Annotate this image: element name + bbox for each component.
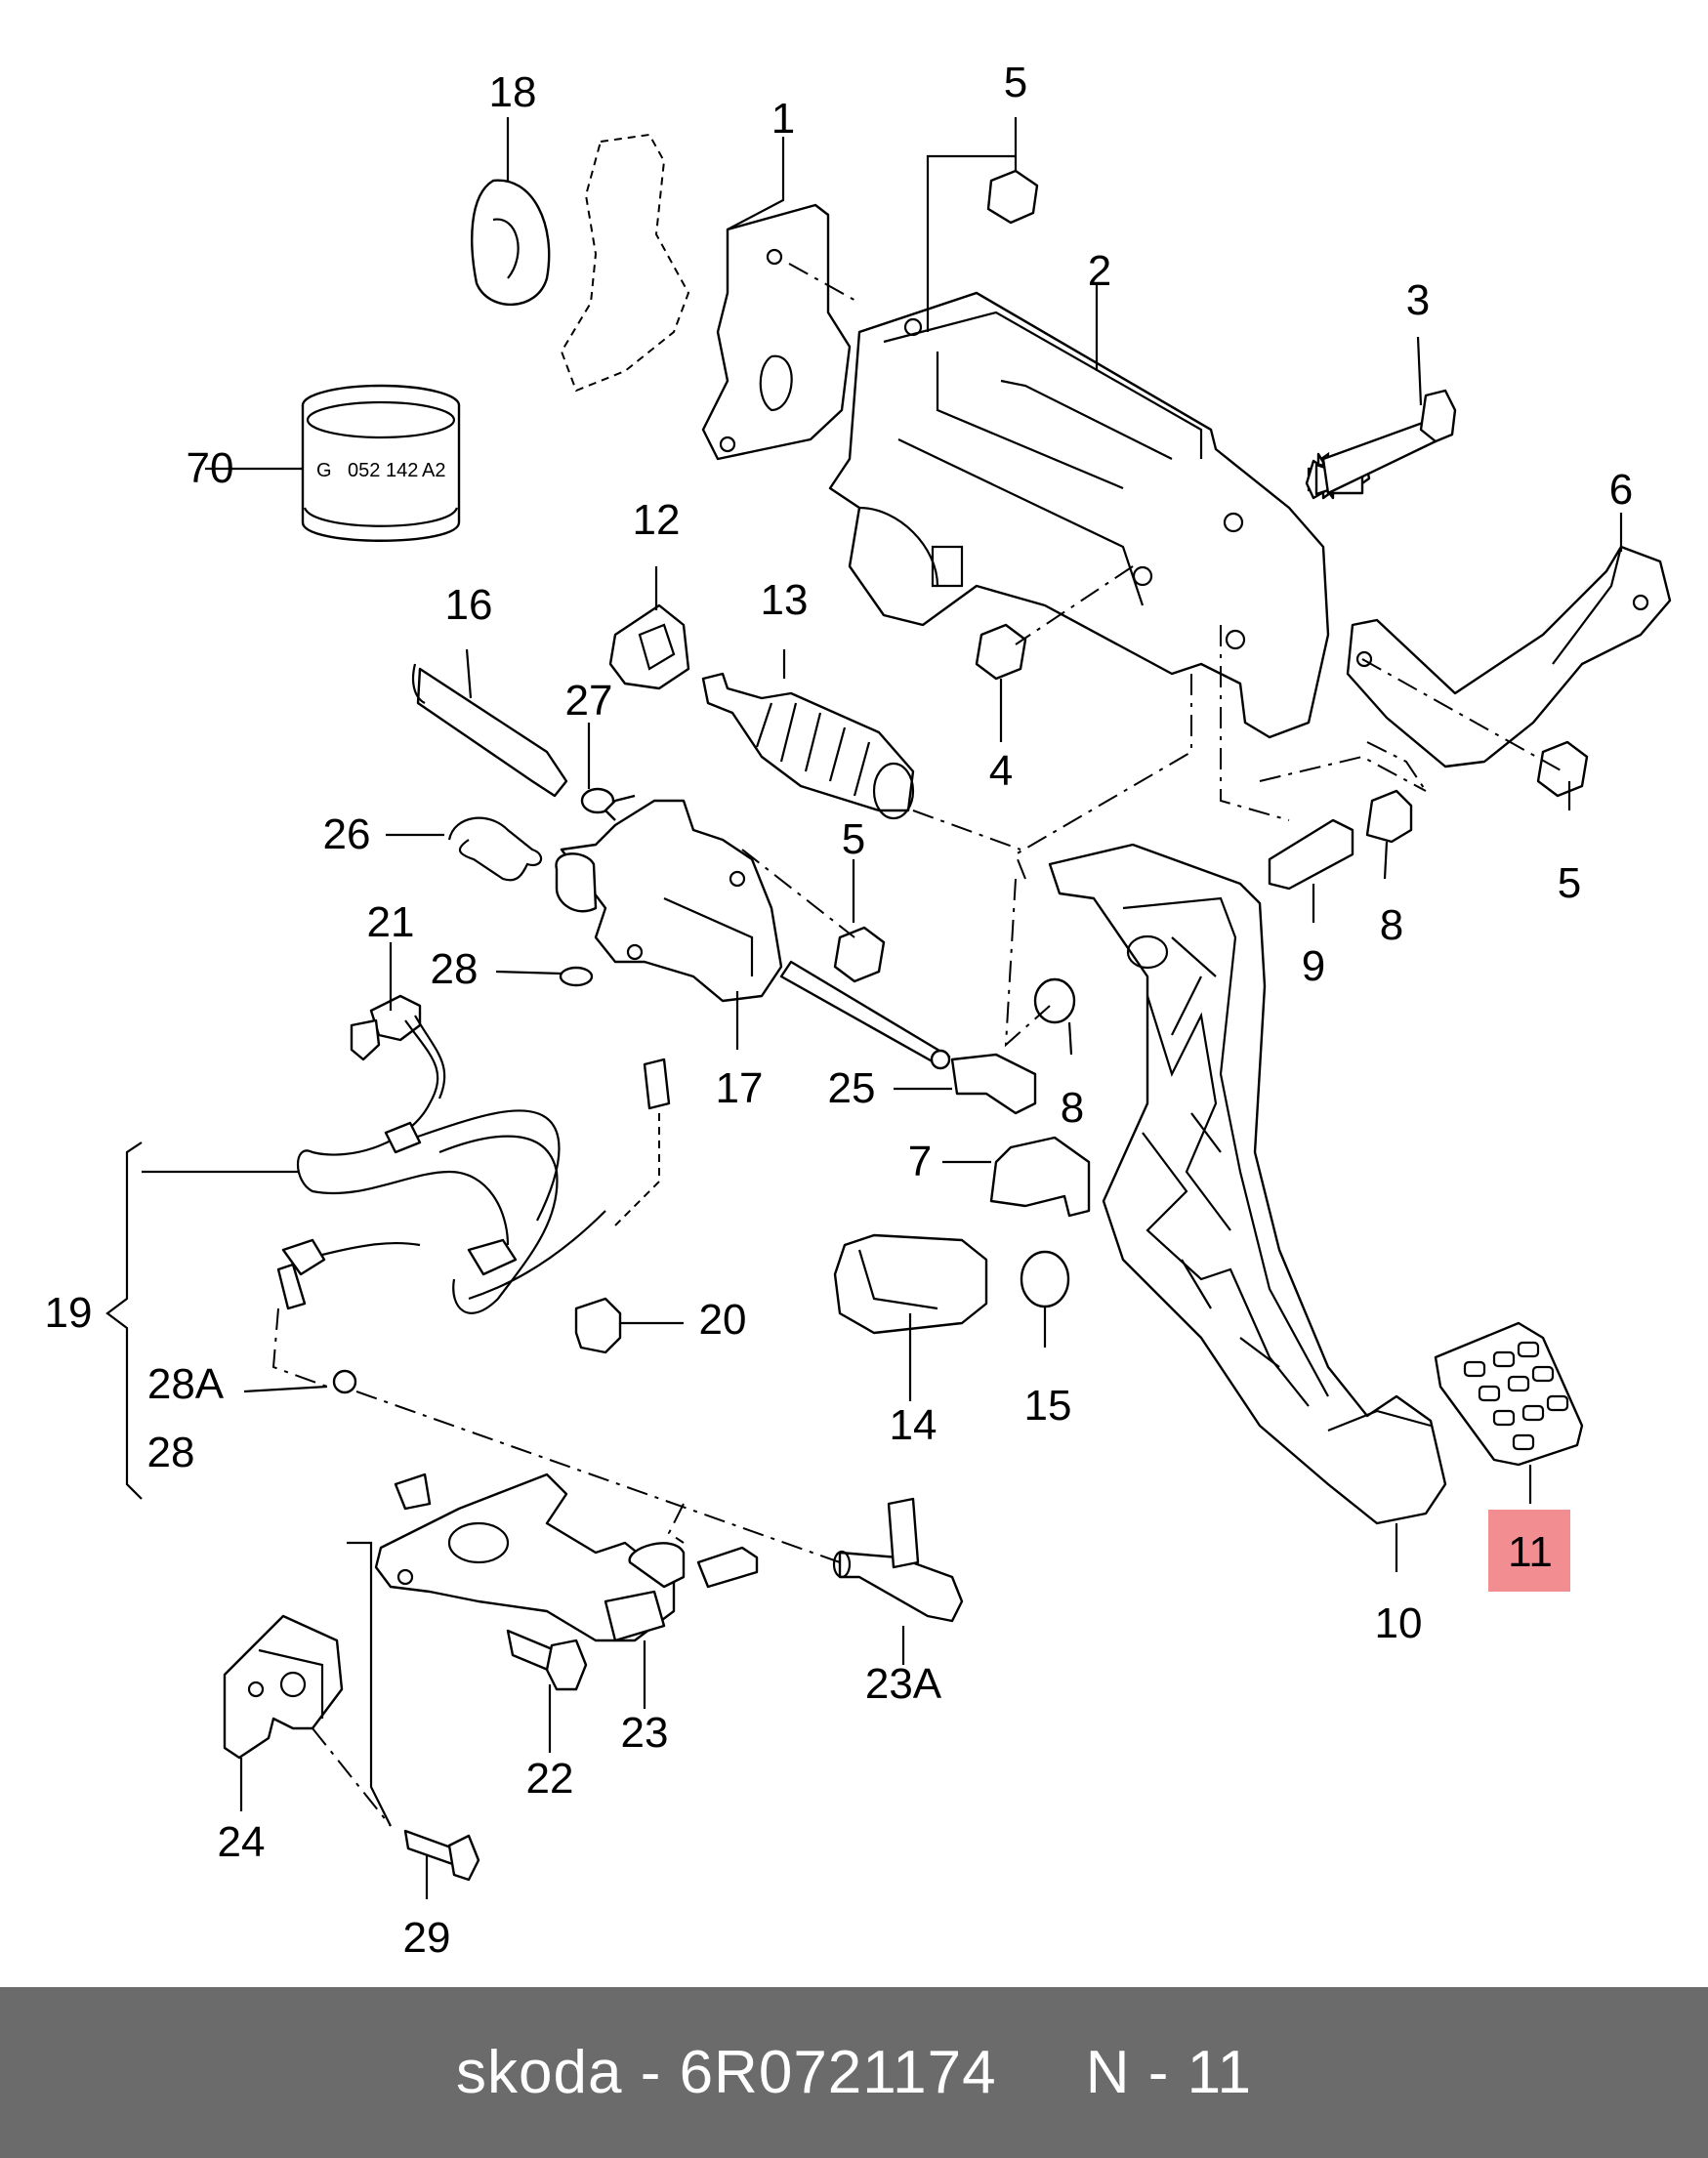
callout-label: 70 [186, 444, 234, 492]
callout-label: 18 [488, 68, 537, 116]
part-4-nut [975, 623, 1027, 681]
part-10-clutch-pedal [1048, 843, 1447, 1525]
callout-label: 24 [217, 1818, 266, 1866]
callout-label: 15 [1023, 1382, 1072, 1430]
ring-marking-d: A2 [422, 460, 445, 481]
part-19-hose-line [276, 1015, 606, 1314]
bleeder-pipe [614, 1058, 671, 1226]
callout-label: 22 [525, 1755, 574, 1803]
part-13-boot [701, 672, 915, 820]
part-15-cap [1020, 1250, 1070, 1308]
part-18-clip [471, 179, 551, 307]
callout-label: 7 [907, 1138, 933, 1185]
part-8-bushing-upper [1365, 789, 1413, 844]
callout-label: 23 [620, 1709, 669, 1757]
callout-label: 17 [715, 1064, 764, 1112]
part-2-pedal-bracket [828, 291, 1330, 739]
callout-label: 19 [44, 1289, 93, 1337]
callout-label: 27 [564, 677, 613, 725]
leader-lines [105, 117, 1623, 1899]
callout-label: 10 [1374, 1599, 1423, 1647]
callout-label: 3 [1405, 276, 1431, 324]
alignment-lines [312, 263, 1563, 1827]
part-6-bracket [1346, 545, 1672, 768]
part-14-switch [833, 1233, 988, 1335]
callout-label: 16 [444, 581, 493, 629]
part-7-stop [989, 1136, 1091, 1218]
callout-label: 14 [889, 1401, 937, 1449]
part-1-bracket-plate [701, 203, 852, 461]
part-25-clip [950, 1053, 1037, 1115]
part-5-nut-right [1536, 740, 1589, 798]
callout-label: 13 [760, 576, 809, 624]
callout-label: 20 [698, 1296, 747, 1344]
part-12-bushing [608, 603, 690, 690]
callout-label: 11 [1508, 1528, 1553, 1576]
callout-label: 2 [1087, 247, 1112, 295]
part-3-bolt-shank [1314, 389, 1457, 496]
footer-separator: - [622, 2039, 680, 2106]
callout-label: 25 [827, 1064, 876, 1112]
part-9-sleeve [1268, 818, 1354, 891]
callout-label: 4 [988, 747, 1014, 795]
callout-label: 29 [402, 1914, 451, 1962]
callout-label: 9 [1301, 942, 1326, 990]
parts-diagram: G 052 142 A2 [105, 117, 1672, 1899]
part-5-nut-top [986, 169, 1039, 225]
callout-label: 23A [864, 1660, 942, 1708]
callout-label: 8 [1060, 1084, 1085, 1132]
footer-position: N - 11 [1085, 2039, 1252, 2106]
part-26-clip [447, 816, 543, 882]
callout-label: 5 [1557, 859, 1582, 907]
footer-bar: skoda - 6R0721174 N - 11 [0, 1987, 1708, 2158]
footer-part-number: 6R0721174 [679, 2039, 997, 2106]
ring-marking-c: 142 [386, 460, 418, 481]
gasket-outline [560, 133, 690, 393]
part-16-hose [411, 663, 568, 798]
footer-gap [997, 2038, 1086, 2107]
part-27-ring [580, 787, 615, 814]
part-28-seal [559, 966, 594, 987]
part-23A-tee-fitting [832, 1497, 964, 1623]
ring-marking-b: 052 [348, 460, 380, 481]
callout-label: 12 [632, 496, 681, 544]
part-20-clip [574, 1297, 622, 1354]
callout-label: 8 [1379, 901, 1404, 949]
part-17-master-cylinder [555, 794, 951, 1070]
part-21-connector [350, 994, 422, 1061]
part-22-bolt [506, 1629, 588, 1691]
highlight-box [1488, 1510, 1570, 1592]
ring-marking-a: G [316, 460, 332, 481]
part-23-slave-cylinder [374, 1473, 759, 1642]
callout-label: 6 [1608, 466, 1634, 514]
part-5-nut-mid [833, 926, 886, 983]
footer-brand: skoda [456, 2039, 623, 2106]
callout-label: 28 [430, 945, 479, 993]
callout-label: 26 [322, 810, 371, 858]
callout-label: 21 [366, 898, 415, 946]
part-24-bracket [223, 1614, 344, 1760]
callout-label: 28 [146, 1429, 195, 1476]
callout-label: 1 [771, 95, 796, 143]
part-8-bushing-lower [1033, 977, 1076, 1024]
callout-label: 28A [146, 1360, 225, 1408]
callout-label: 5 [841, 815, 866, 863]
part-70-ring: G 052 142 A2 [301, 384, 461, 542]
part-29-bolt [403, 1829, 480, 1882]
part-11-pedal-pad [1434, 1321, 1584, 1467]
callout-label: 5 [1003, 59, 1028, 106]
